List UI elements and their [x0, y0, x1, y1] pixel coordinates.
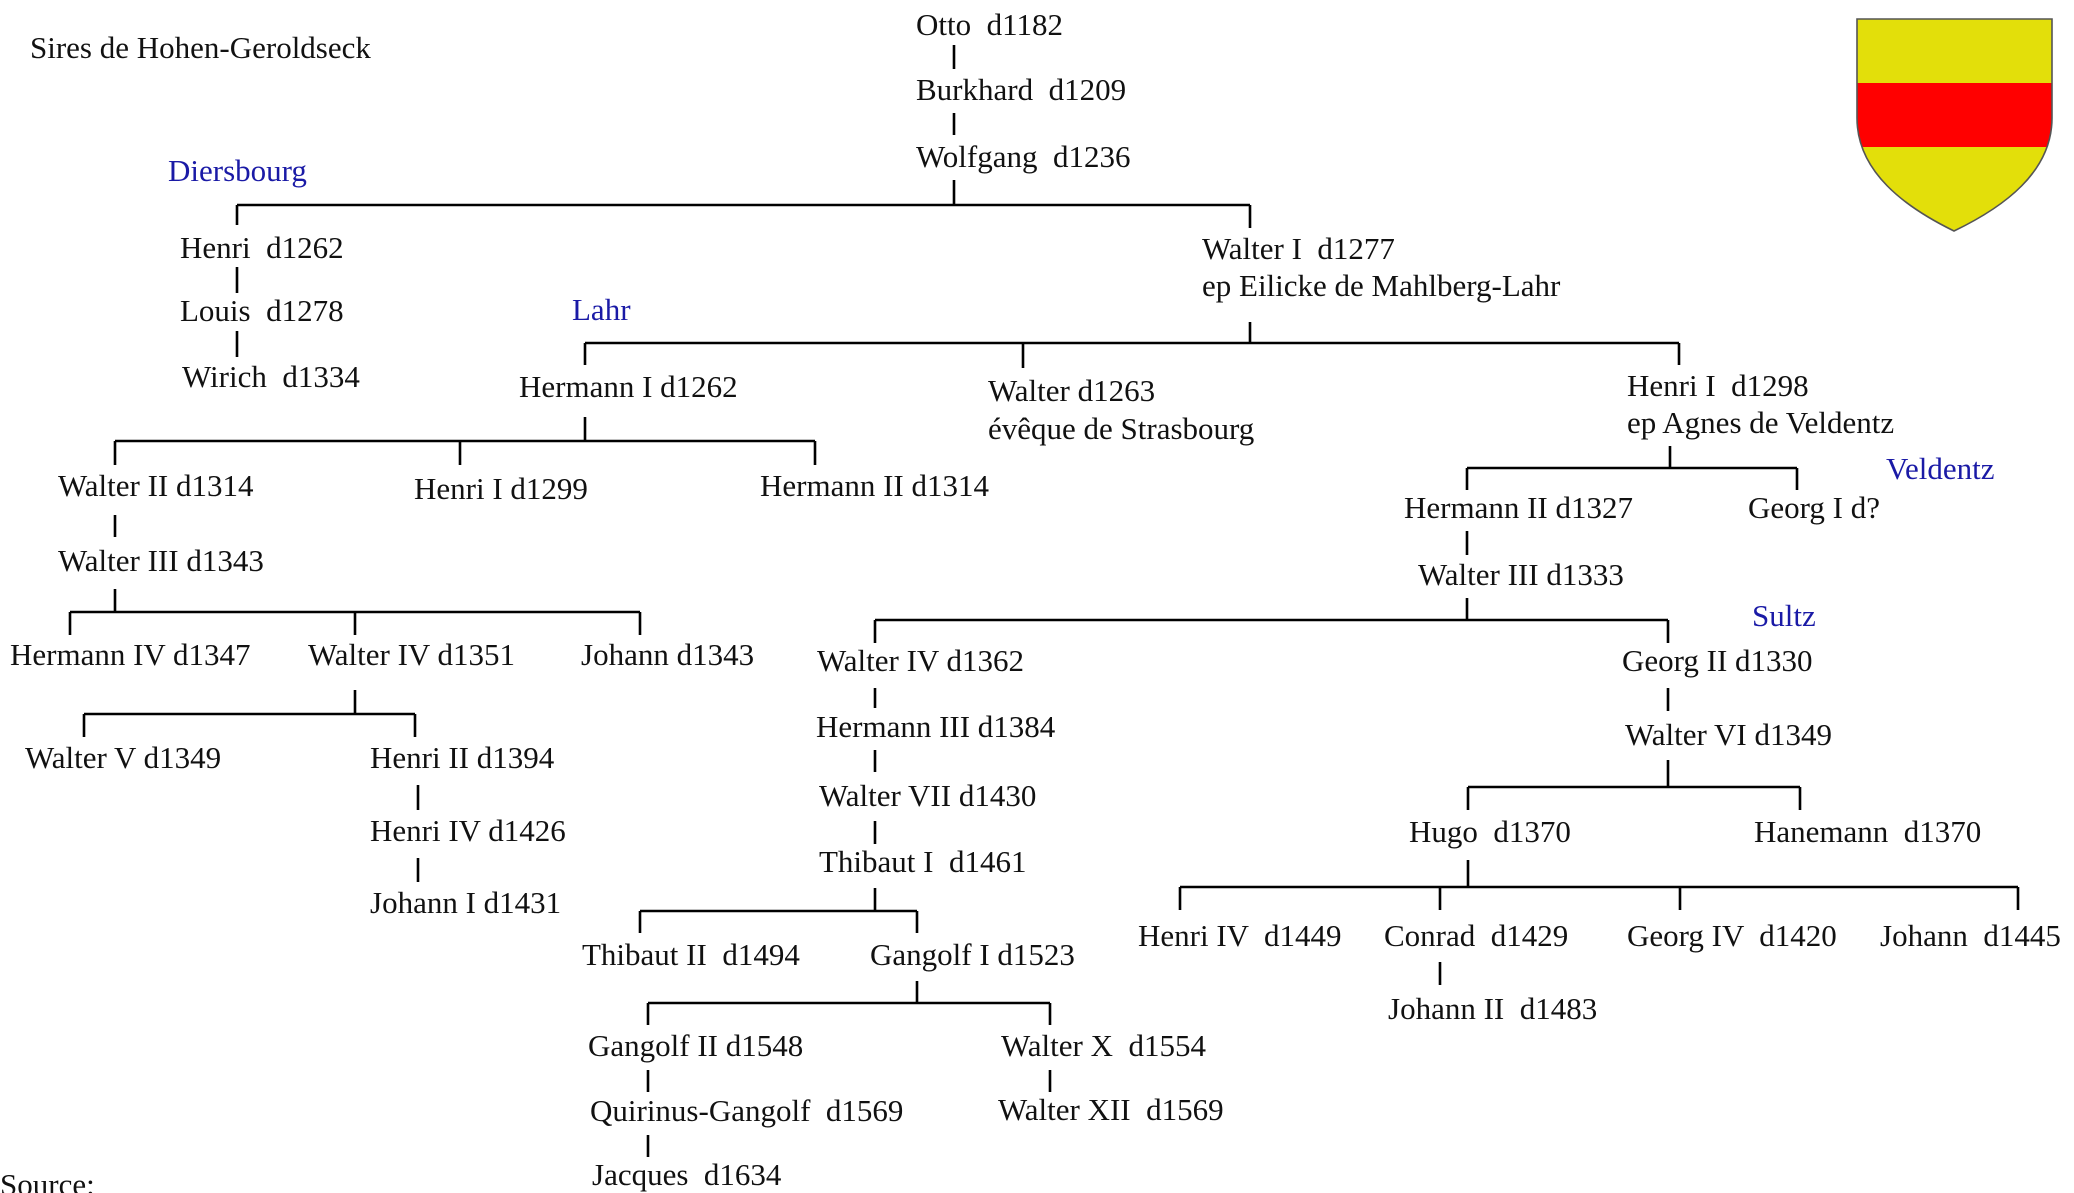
person-thibaut-i: Thibaut I d1461 — [819, 844, 1027, 879]
person-otto: Otto d1182 — [916, 7, 1063, 42]
person-hugo: Hugo d1370 — [1409, 814, 1571, 849]
branch-label-sultz: Sultz — [1752, 598, 1816, 633]
person-johann-i: Johann I d1431 — [370, 885, 561, 920]
person-burkhard: Burkhard d1209 — [916, 72, 1126, 107]
shield-middle-band — [1857, 83, 2052, 147]
coat-of-arms-icon — [1856, 18, 2053, 232]
branch-label-lahr: Lahr — [572, 292, 631, 327]
person-henri-i-d1298: Henri I d1298 — [1627, 368, 1809, 403]
person-georg-iv: Georg IV d1420 — [1627, 918, 1837, 953]
person-hermann-iv: Hermann IV d1347 — [10, 637, 251, 672]
person-johann-d1445: Johann d1445 — [1880, 918, 2061, 953]
person-gangolf-ii: Gangolf II d1548 — [588, 1028, 803, 1063]
person-walter-i-spouse: ep Eilicke de Mahlberg-Lahr — [1202, 268, 1561, 303]
person-walter-iii-d1343: Walter III d1343 — [58, 543, 264, 578]
person-walter-ii: Walter II d1314 — [58, 468, 254, 503]
branch-label-veldentz: Veldentz — [1886, 451, 1994, 486]
person-henri-d1262: Henri d1262 — [180, 230, 344, 265]
person-henri-i-d1298-spouse: ep Agnes de Veldentz — [1627, 405, 1894, 440]
person-hermann-ii-d1327: Hermann II d1327 — [1404, 490, 1633, 525]
person-walter-vi: Walter VI d1349 — [1625, 717, 1832, 752]
person-walter-v: Walter V d1349 — [25, 740, 221, 775]
person-walter-d1263: Walter d1263 — [988, 373, 1155, 408]
chart-title: Sires de Hohen-Geroldseck — [30, 30, 371, 65]
person-walter-iii-d1333: Walter III d1333 — [1418, 557, 1624, 592]
person-hermann-i: Hermann I d1262 — [519, 369, 738, 404]
tree-connectors — [68, 45, 2020, 1157]
person-walter-d1263-title: évêque de Strasbourg — [988, 411, 1254, 446]
person-jacques: Jacques d1634 — [592, 1157, 782, 1192]
person-walter-iv-d1362: Walter IV d1362 — [817, 643, 1024, 678]
person-walter-xii: Walter XII d1569 — [998, 1092, 1224, 1127]
person-gangolf-i: Gangolf I d1523 — [870, 937, 1075, 972]
person-walter-i: Walter I d1277 — [1202, 231, 1395, 266]
person-henri-iv-d1426: Henri IV d1426 — [370, 813, 566, 848]
person-conrad: Conrad d1429 — [1384, 918, 1568, 953]
shield-top-band — [1857, 19, 2052, 83]
person-wolfgang: Wolfgang d1236 — [916, 139, 1130, 174]
person-wirich: Wirich d1334 — [182, 359, 360, 394]
person-thibaut-ii: Thibaut II d1494 — [582, 937, 800, 972]
person-georg-i: Georg I d? — [1748, 490, 1880, 525]
person-hermann-ii-d1314: Hermann II d1314 — [760, 468, 989, 503]
shield-bottom-band — [1857, 147, 2052, 231]
person-hermann-iii: Hermann III d1384 — [816, 709, 1056, 744]
person-quirinus-gangolf: Quirinus-Gangolf d1569 — [590, 1093, 903, 1128]
source-label: Source: — [0, 1167, 95, 1193]
person-henri-i-d1299: Henri I d1299 — [414, 471, 588, 506]
person-hanemann: Hanemann d1370 — [1754, 814, 1981, 849]
person-johann-d1343: Johann d1343 — [581, 637, 754, 672]
person-johann-ii: Johann II d1483 — [1388, 991, 1597, 1026]
person-walter-x: Walter X d1554 — [1001, 1028, 1206, 1063]
branch-label-diersbourg: Diersbourg — [168, 153, 307, 188]
person-henri-iv-d1449: Henri IV d1449 — [1138, 918, 1341, 953]
person-henri-ii: Henri II d1394 — [370, 740, 555, 775]
person-walter-iv-d1351: Walter IV d1351 — [308, 637, 515, 672]
person-walter-vii: Walter VII d1430 — [819, 778, 1036, 813]
person-louis: Louis d1278 — [180, 293, 344, 328]
person-georg-ii: Georg II d1330 — [1622, 643, 1813, 678]
